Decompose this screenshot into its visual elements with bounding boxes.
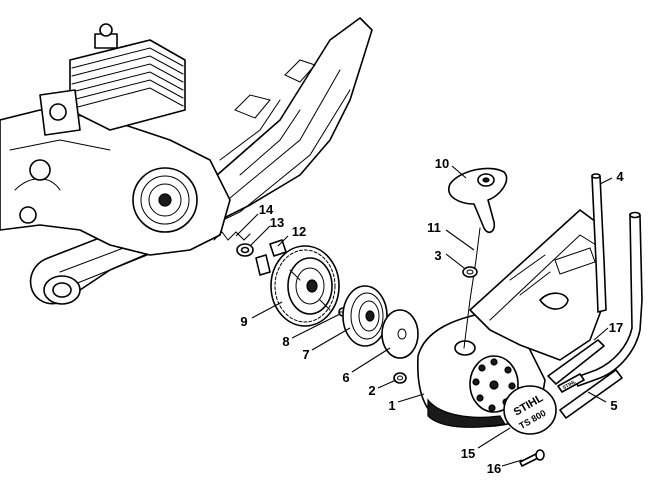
- part-2-bushing: [393, 372, 407, 384]
- callout-6: 6: [342, 370, 349, 385]
- part-12-pawl: [255, 239, 287, 276]
- flywheel-ring: [140, 175, 190, 225]
- part-17-handle-bar: [573, 211, 643, 387]
- part-3-rope-bushing: [462, 266, 478, 278]
- carburetor-port: [49, 103, 67, 121]
- crankcase-boss: [29, 159, 51, 181]
- callout-5: 5: [610, 398, 617, 413]
- housing-dark-edge: [427, 398, 506, 428]
- callout-8: 8: [282, 334, 289, 349]
- arm-window-2: [284, 59, 316, 83]
- callout-14: 14: [259, 202, 274, 217]
- callout-4: 4: [616, 169, 624, 184]
- part-9-rope-rotor: [270, 245, 340, 327]
- callout-15: 15: [461, 446, 475, 461]
- callout-16: 16: [487, 461, 501, 476]
- part-13-washer: [236, 243, 254, 257]
- callout-3: 3: [434, 248, 441, 263]
- engine-assembly: [0, 17, 373, 305]
- part-16-screw: [519, 449, 545, 467]
- callout-2: 2: [368, 383, 375, 398]
- callout-1: 1: [388, 398, 395, 413]
- side-cover: [469, 209, 606, 361]
- callout-17: 17: [609, 320, 623, 335]
- arm-window: [234, 94, 271, 119]
- arm-rib-2: [69, 89, 351, 287]
- callout-labels: 14 13 12 9 8 7 6 2 1 3 11 10 4 17 5 15 1…: [240, 156, 624, 476]
- cover-emblem: [539, 292, 569, 310]
- cylinder: [69, 23, 186, 131]
- cover-vent: [554, 247, 596, 275]
- arm-rib: [59, 69, 341, 273]
- callout-13: 13: [270, 215, 284, 230]
- leader-lines: [235, 165, 613, 467]
- flywheel-ring-2: [148, 183, 182, 217]
- crankcase-line: [9, 139, 111, 151]
- arm-boss-hole: [52, 282, 72, 298]
- part-15-model-label: STIHL TS 800: [503, 385, 557, 435]
- crankcase-boss-2: [19, 206, 37, 224]
- part-4-tube: [591, 173, 607, 313]
- part-6-washer-disc: [381, 309, 419, 359]
- part-14-wire-clip: [213, 231, 251, 241]
- callout-7: 7: [302, 347, 309, 362]
- part-7-spring-housing: [342, 285, 388, 347]
- callout-12: 12: [292, 224, 306, 239]
- decal-brand-text: STIHL: [562, 379, 578, 391]
- flywheel-hub: [158, 193, 172, 207]
- callout-11: 11: [427, 220, 441, 235]
- callout-10: 10: [435, 156, 449, 171]
- part-11-starter-rope: [463, 227, 481, 349]
- part-10-starter-grip: [448, 167, 508, 234]
- callout-9: 9: [240, 314, 247, 329]
- crankcase: [0, 109, 231, 256]
- spark-plug: [99, 23, 113, 37]
